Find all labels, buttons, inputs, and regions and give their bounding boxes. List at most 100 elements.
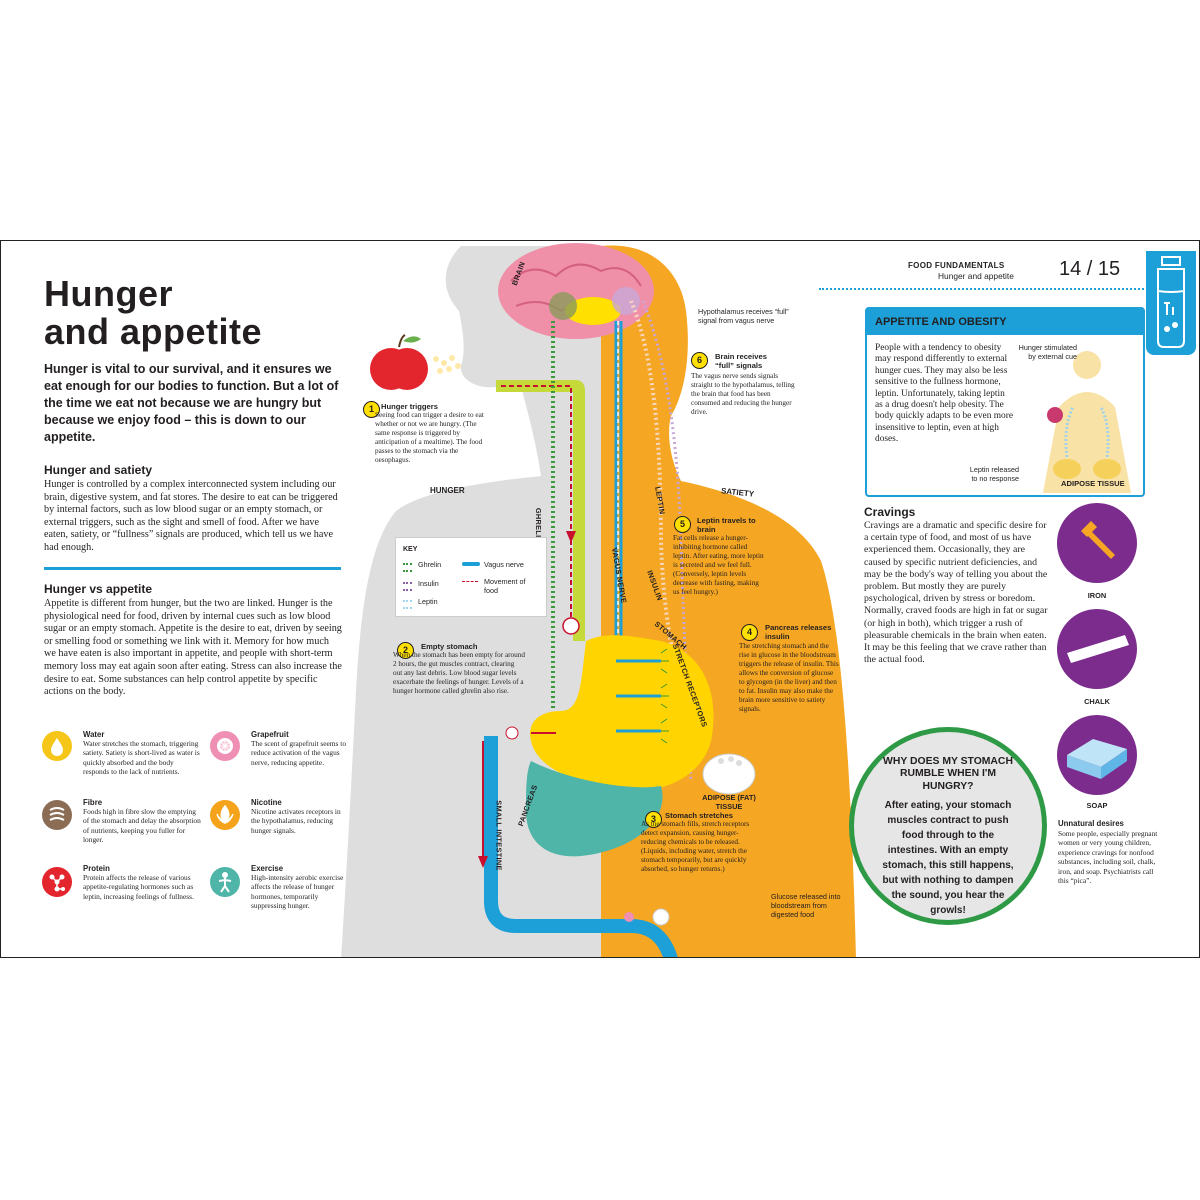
vagus-swatch bbox=[462, 562, 480, 566]
satiety-heading: Hunger and satiety bbox=[44, 463, 153, 477]
body-diagram bbox=[341, 243, 856, 957]
title-line-2: and appetite bbox=[44, 311, 263, 352]
hunger-cue-note: Hunger stimulated by external cue bbox=[1018, 343, 1077, 361]
movement-swatch bbox=[462, 581, 478, 582]
adipose-label: ADIPOSE (FAT) TISSUE bbox=[702, 793, 756, 811]
step-body: Hunger triggers Seeing food can trigger … bbox=[373, 402, 485, 465]
book-spread: Hunger and appetite Hunger is vital to o… bbox=[0, 240, 1200, 958]
tip-title: Protein bbox=[83, 864, 110, 873]
hunger-label: HUNGER bbox=[430, 486, 465, 495]
tip-text: Water stretches the stomach, triggering … bbox=[83, 739, 200, 777]
title-line-1: Hunger bbox=[44, 273, 173, 314]
header-divider bbox=[819, 288, 1144, 290]
obesity-box: APPETITE AND OBESITY People with a tende… bbox=[865, 307, 1145, 497]
unnatural-text: Some people, especially pregnant women o… bbox=[1058, 829, 1158, 886]
rumble-question: WHY DOES MY STOMACH RUMBLE WHEN I'M HUNG… bbox=[883, 756, 1013, 792]
step-body: Pancreas releases insulin bbox=[765, 623, 835, 641]
water-drop-icon bbox=[42, 731, 72, 761]
obese-figure bbox=[1043, 351, 1131, 493]
step-text: The vagus nerve sends signals straight t… bbox=[691, 372, 795, 416]
leptin-swatch bbox=[403, 600, 412, 609]
chapter-tab bbox=[1146, 251, 1196, 355]
page-numbers: 14 / 15 bbox=[1059, 258, 1121, 280]
step-number: 6 bbox=[691, 352, 708, 369]
hypothalamus bbox=[565, 297, 621, 325]
step-title: Empty stomach bbox=[421, 642, 478, 651]
tip-text: Foods high in fibre slow the emptying of… bbox=[83, 807, 201, 845]
step-title: Brain receives “full” signals bbox=[715, 352, 767, 370]
step-body: Empty stomach bbox=[421, 642, 525, 651]
key-leptin: Leptin bbox=[418, 597, 438, 606]
step-title: Leptin travels to brain bbox=[697, 516, 756, 534]
exercise-figure-icon bbox=[210, 867, 240, 897]
small-intestine bbox=[484, 736, 678, 957]
protein-molecule-icon bbox=[42, 867, 72, 897]
rumble-circle: WHY DOES MY STOMACH RUMBLE WHEN I'M HUNG… bbox=[849, 727, 1047, 925]
tip-title: Water bbox=[83, 730, 105, 739]
obesity-text: People with a tendency to obesity may re… bbox=[875, 343, 1013, 445]
tip-title: Exercise bbox=[251, 864, 284, 873]
subsection-header: Hunger and appetite bbox=[938, 271, 1014, 281]
stomach bbox=[530, 635, 714, 791]
apple-icon bbox=[370, 334, 428, 390]
glucose-note: Glucose released into bloodstream from d… bbox=[771, 892, 841, 919]
step-body: Leptin travels to brain bbox=[697, 516, 757, 534]
cravings-text: Cravings are a dramatic and specific des… bbox=[864, 520, 1048, 666]
section-divider bbox=[44, 567, 341, 570]
unnatural-title: Unnatural desires bbox=[1058, 819, 1124, 828]
adipose-tissue bbox=[702, 753, 756, 795]
nicotine-leaf-icon bbox=[210, 800, 240, 830]
soap-icon bbox=[1057, 715, 1137, 795]
tip-title: Grapefruit bbox=[251, 730, 289, 739]
page-title: Hunger and appetite bbox=[44, 275, 334, 351]
tip-title: Nicotine bbox=[251, 798, 282, 807]
tip-text: Protein affects the release of various a… bbox=[83, 873, 194, 901]
key-vagus: Vagus nerve bbox=[484, 560, 524, 569]
hypothalamus-note: Hypothalamus receives “full” signal from… bbox=[698, 307, 789, 325]
tip-text: High-intensity aerobic exercise affects … bbox=[251, 873, 344, 911]
cravings-heading: Cravings bbox=[864, 505, 916, 519]
appetite-heading: Hunger vs appetite bbox=[44, 582, 153, 596]
step-text: Fat cells release a hunger-inhibiting ho… bbox=[673, 534, 764, 596]
chalk-label: CHALK bbox=[1084, 697, 1110, 706]
step-body: Brain receives “full” signals bbox=[715, 352, 785, 370]
step-text: As the stomach fills, stretch receptors … bbox=[641, 820, 750, 873]
pancreas bbox=[526, 761, 663, 857]
small-intestine-label: SMALL INTESTINE bbox=[494, 800, 504, 871]
key-insulin: Insulin bbox=[418, 579, 439, 588]
step-text: When the stomach has been empty for arou… bbox=[393, 651, 525, 695]
ghrelin-swatch bbox=[403, 563, 412, 572]
grapefruit-icon bbox=[210, 731, 240, 761]
rumble-answer: After eating, your stomach muscles contr… bbox=[882, 800, 1014, 916]
step-number: 3 bbox=[645, 811, 662, 828]
step-number: 4 bbox=[741, 624, 758, 641]
step-number: 1 bbox=[363, 401, 380, 418]
step-number: 5 bbox=[674, 516, 691, 533]
fibre-icon bbox=[42, 800, 72, 830]
step-text: The stretching stomach and the rise in g… bbox=[739, 642, 839, 713]
chalk-icon bbox=[1057, 609, 1137, 689]
adipose-tissue-label: ADIPOSE TISSUE bbox=[1061, 479, 1125, 488]
tip-text: Nicotine activates receptors in the hypo… bbox=[251, 807, 341, 835]
step-title: Hunger triggers bbox=[381, 402, 438, 411]
section-header: FOOD FUNDAMENTALS bbox=[908, 261, 1005, 270]
step-body: Stomach stretches bbox=[665, 811, 745, 820]
appetite-text: Appetite is different from hunger, but t… bbox=[44, 598, 342, 698]
bottle-icon bbox=[1157, 256, 1185, 348]
satiety-text: Hunger is controlled by a complex interc… bbox=[44, 479, 338, 553]
obesity-header-bar bbox=[867, 309, 1143, 335]
step-number: 2 bbox=[397, 642, 414, 659]
diagram-key: KEY Ghrelin Insulin Leptin Vagus nerve M… bbox=[395, 537, 547, 617]
intro-text: Hunger is vital to our survival, and it … bbox=[44, 362, 339, 444]
soap-label: SOAP bbox=[1086, 801, 1108, 810]
iron-nail-icon bbox=[1057, 503, 1137, 583]
tip-text: The scent of grapefruit seems to reduce … bbox=[251, 739, 347, 767]
step-text: Seeing food can trigger a desire to eat … bbox=[375, 411, 484, 464]
step-title: Stomach stretches bbox=[665, 811, 733, 820]
leptin-note: Leptin released to no response bbox=[969, 465, 1019, 483]
tip-title: Fibre bbox=[83, 798, 103, 807]
step-title: Pancreas releases insulin bbox=[765, 623, 832, 641]
iron-label: IRON bbox=[1087, 591, 1107, 600]
insulin-swatch bbox=[403, 582, 412, 591]
obesity-heading: APPETITE AND OBESITY bbox=[875, 316, 1007, 328]
